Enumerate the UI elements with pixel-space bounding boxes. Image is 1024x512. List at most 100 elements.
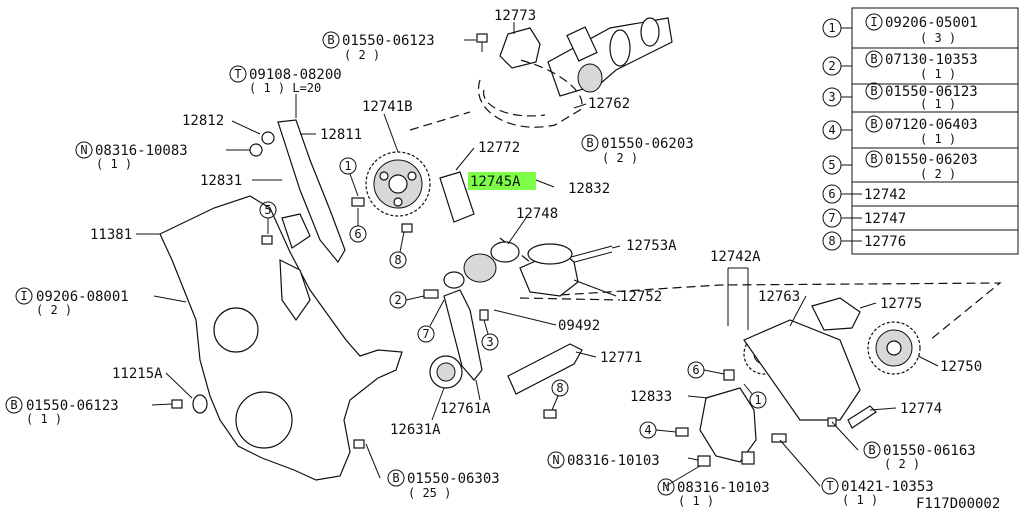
legend-qty: ( 2 ) xyxy=(920,167,956,181)
part-drawings xyxy=(159,17,1002,481)
prefix-b: B xyxy=(327,33,334,47)
sprocket-12750-drawing xyxy=(867,321,921,375)
qty: ( 1 ) xyxy=(26,412,62,426)
label-01550-06163: 01550-06163 xyxy=(883,443,976,459)
label-12811: 12811 xyxy=(320,127,362,143)
callout-1: 1 xyxy=(344,159,351,173)
belt-12762-drawing xyxy=(477,59,583,128)
label-12631a: 12631A xyxy=(390,422,441,438)
label-12772: 12772 xyxy=(478,140,520,156)
legend-row: 2 B 07130-10353 ( 1 ) xyxy=(822,50,978,81)
legend-num: 2 xyxy=(828,59,835,73)
legend-part: 07120-06403 xyxy=(885,117,978,133)
legend-num: 5 xyxy=(828,158,835,172)
label-12763: 12763 xyxy=(758,289,800,305)
legend-qty: ( 1 ) xyxy=(920,132,956,146)
prefix-n: N xyxy=(662,480,669,494)
legend-row: 7 12747 xyxy=(822,208,906,228)
prefix-b: B xyxy=(586,136,593,150)
callout-6: 6 xyxy=(692,363,699,377)
legend-prefix: B xyxy=(870,117,877,131)
label-12750: 12750 xyxy=(940,359,982,375)
label-12748: 12748 xyxy=(516,206,558,222)
label-12742a: 12742A xyxy=(710,249,761,265)
legend-row: 6 12742 xyxy=(822,184,906,204)
label-01550-06303: 01550-06303 xyxy=(407,471,500,487)
label-12741b: 12741B xyxy=(362,99,413,115)
callout-3: 3 xyxy=(486,335,493,349)
legend-part: 12747 xyxy=(864,211,906,227)
qty: ( 1 ) xyxy=(678,494,714,508)
label-12832: 12832 xyxy=(568,181,610,197)
legend-row: 5 B 01550-06203 ( 2 ) xyxy=(822,150,978,181)
qty: ( 1 ) L=20 xyxy=(249,81,321,95)
label-12762: 12762 xyxy=(588,96,630,112)
numbered-callouts: 1 5 6 8 2 7 3 8 6 1 4 xyxy=(259,157,767,439)
callout-4: 4 xyxy=(644,423,651,437)
label-08316-10083: 08316-10083 xyxy=(95,143,188,159)
legend-prefix: I xyxy=(870,15,877,29)
camshaft-drawing xyxy=(547,17,673,97)
label-12753a: 12753A xyxy=(626,238,677,254)
legend-part: 07130-10353 xyxy=(885,52,978,68)
bolt-drawing xyxy=(476,33,488,52)
legend-part: 09206-05001 xyxy=(885,15,978,31)
legend-part: 12776 xyxy=(864,234,906,250)
prefix-n: N xyxy=(80,143,87,157)
label-01421-10353: 01421-10353 xyxy=(841,479,934,495)
callout-2: 2 xyxy=(394,293,401,307)
qty: ( 1 ) xyxy=(96,157,132,171)
highlight-box xyxy=(468,172,536,190)
qty: ( 1 ) xyxy=(842,493,878,507)
legend-num: 3 xyxy=(828,90,835,104)
legend-row: 8 12776 xyxy=(822,231,906,251)
legend-part: 01550-06203 xyxy=(885,152,978,168)
legend-row: 4 B 07120-06403 ( 1 ) xyxy=(822,115,978,146)
legend-prefix: B xyxy=(870,52,877,66)
label-01550-06123-left: 01550-06123 xyxy=(26,398,119,414)
qty: ( 2 ) xyxy=(884,457,920,471)
timing-cover-11381-drawing xyxy=(159,195,403,481)
label-12833: 12833 xyxy=(630,389,672,405)
legend-prefix: B xyxy=(870,84,877,98)
legend-row: 3 B 01550-06123 ( 1 ) xyxy=(822,82,978,111)
legend-qty: ( 1 ) xyxy=(920,67,956,81)
label-12745a: 12745A xyxy=(470,174,521,190)
legend-part: 12742 xyxy=(864,187,906,203)
label-12761a: 12761A xyxy=(440,401,491,417)
label-12774: 12774 xyxy=(900,401,942,417)
prefix-b: B xyxy=(392,471,399,485)
prefix-t: T xyxy=(826,479,833,493)
label-08316-10103-bottom: 08316-10103 xyxy=(677,480,770,496)
bracket-12773-drawing xyxy=(499,27,541,69)
leader-lines xyxy=(136,22,939,487)
legend-num: 6 xyxy=(828,187,835,201)
callout-5: 5 xyxy=(264,203,271,217)
legend-num: 1 xyxy=(828,21,835,35)
label-08316-10103-mid: 08316-10103 xyxy=(567,453,660,469)
label-12771: 12771 xyxy=(600,350,642,366)
tensioner-12811-drawing xyxy=(277,119,346,264)
legend-num: 4 xyxy=(828,123,835,137)
qty: ( 2 ) xyxy=(36,303,72,317)
label-01550-06123-top: 01550-06123 xyxy=(342,33,435,49)
prefix-b: B xyxy=(868,443,875,457)
legend-part: 01550-06123 xyxy=(885,84,978,100)
legend-table: 1 I 09206-05001 ( 3 ) 2 B 07130-10353 ( … xyxy=(822,7,1019,255)
label-09492: 09492 xyxy=(558,318,600,334)
label-12752: 12752 xyxy=(620,289,662,305)
prefix-t: T xyxy=(234,67,241,81)
label-12775: 12775 xyxy=(880,296,922,312)
qty: ( 2 ) xyxy=(602,151,638,165)
callout-7: 7 xyxy=(422,327,429,341)
label-11215a: 11215A xyxy=(112,366,163,382)
label-09206-08001: 09206-08001 xyxy=(36,289,129,305)
diagram-code: F117D00002 xyxy=(916,496,1000,512)
label-12831: 12831 xyxy=(200,173,242,189)
label-09108-08200: 09108-08200 xyxy=(249,67,342,83)
qty: ( 2 ) xyxy=(344,48,380,62)
label-01550-06203: 01550-06203 xyxy=(601,136,694,152)
part-labels: 12773 B 01550-06123 ( 2 ) T 09108-08200 … xyxy=(5,8,1000,512)
qty: ( 25 ) xyxy=(408,486,451,500)
